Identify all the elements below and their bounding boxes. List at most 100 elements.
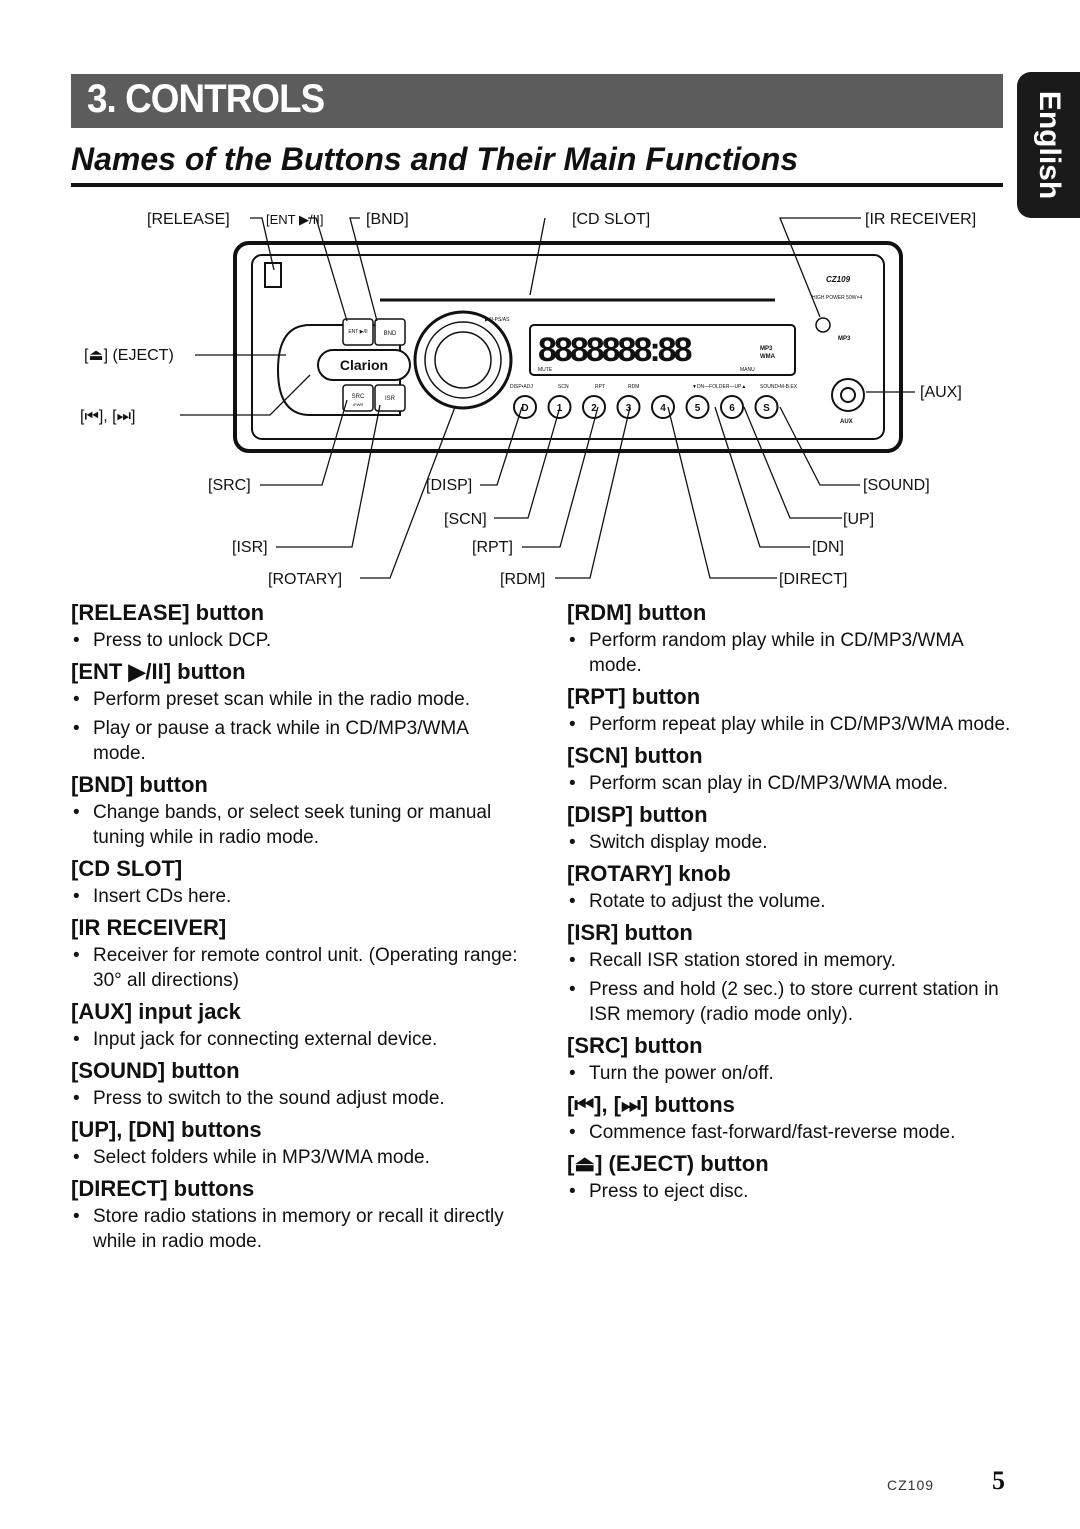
right-column: [RDM] buttonPerform random play while in… (567, 600, 1017, 1210)
control-description-list: Press to switch to the sound adjust mode… (71, 1086, 521, 1111)
unit-mp3: MP3 (760, 346, 773, 352)
preset-key (513, 395, 537, 419)
callout-up: [UP] (843, 511, 874, 528)
callout-rpt: [RPT] (472, 539, 513, 556)
footer-model: CZ109 (887, 1477, 935, 1493)
control-section: [⏏] (EJECT) buttonPress to eject disc. (567, 1151, 1017, 1204)
unit-model: CZ109 (826, 275, 851, 284)
control-section: [UP], [DN] buttonsSelect folders while i… (71, 1117, 521, 1170)
control-description-list: Perform preset scan while in the radio m… (71, 687, 521, 766)
control-description-list: Perform repeat play while in CD/MP3/WMA … (567, 712, 1017, 737)
preset-key-label: 3 (626, 403, 632, 414)
unit-btn-bnd-label: BND (384, 331, 397, 337)
control-description-list: Input jack for connecting external devic… (71, 1027, 521, 1052)
unit-btn-isr (374, 384, 406, 412)
control-description-item: Perform repeat play while in CD/MP3/WMA … (567, 712, 1017, 737)
callout-ent: [ENT ▶/II] (266, 212, 323, 227)
unit-btn-src-label: SRC (352, 394, 365, 400)
preset-key (754, 395, 779, 419)
callout-release: [RELEASE] (147, 211, 230, 228)
control-description-item: Press to unlock DCP. (71, 628, 521, 653)
control-description-item: Recall ISR station stored in memory. (567, 948, 1017, 973)
control-description-list: Insert CDs here. (71, 884, 521, 909)
control-section: [SCN] buttonPerform scan play in CD/MP3/… (567, 743, 1017, 796)
control-description-list: Perform scan play in CD/MP3/WMA mode. (567, 771, 1017, 796)
callout-dn: [DN] (812, 539, 844, 556)
control-heading: [⏏] (EJECT) button (567, 1151, 769, 1176)
control-description-item: Select folders while in MP3/WMA mode. (71, 1145, 521, 1170)
callout-leaders (180, 217, 915, 579)
callout-rotary: [ROTARY] (268, 571, 342, 588)
ir-receiver-window (815, 317, 831, 333)
control-heading: [BND] button (71, 772, 208, 797)
control-heading: [CD SLOT] (71, 856, 183, 881)
unit-manu: MANU (740, 367, 755, 373)
unit-sound: SOUND•M-B.EX (760, 384, 798, 390)
page-number: 5 (992, 1466, 1005, 1495)
unit-mp3-wma-badge: MP3 (838, 336, 851, 342)
unit-power: HIGH POWER 50W×4 (812, 295, 862, 301)
control-description-list: Select folders while in MP3/WMA mode. (71, 1145, 521, 1170)
control-description-item: Perform preset scan while in the radio m… (71, 687, 521, 712)
preset-key-label: 2 (591, 403, 597, 414)
unit-scn: SCN (558, 384, 569, 390)
page-subtitle: Names of the Buttons and Their Main Func… (71, 141, 799, 177)
control-section: [⏮], [⏭] buttonsCommence fast-forward/fa… (567, 1092, 1017, 1145)
control-heading: [RPT] button (567, 684, 701, 709)
control-section: [CD SLOT] Insert CDs here. (71, 856, 521, 909)
control-description-item: Commence fast-forward/fast-reverse mode. (567, 1120, 1017, 1145)
control-description-item: Press and hold (2 sec.) to store current… (567, 977, 1017, 1027)
control-description-item: Press to eject disc. (567, 1179, 1017, 1204)
head-unit-diagram: ENT ▶/II BND SRC •PWR ISR Clarion ▶/II-P… (80, 211, 976, 588)
control-description-item: Store radio stations in memory or recall… (71, 1204, 521, 1254)
unit-brand-plate (317, 349, 411, 381)
control-heading: [DISP] button (567, 802, 708, 827)
control-section: [RPT] buttonPerform repeat play while in… (567, 684, 1017, 737)
unit-rdm: RDM (628, 384, 639, 390)
control-description-item: Rotate to adjust the volume. (567, 889, 1017, 914)
control-section: [ISR] buttonRecall ISR station stored in… (567, 920, 1017, 1027)
unit-btn-bnd (374, 318, 406, 346)
aux-jack-inner (840, 387, 856, 403)
control-heading: [RELEASE] button (71, 600, 265, 625)
preset-key (685, 395, 710, 419)
preset-key (616, 395, 641, 419)
unit-btn-ent-label: ENT ▶/II (348, 329, 367, 335)
language-tab: English (1017, 72, 1080, 218)
control-description-item: Insert CDs here. (71, 884, 521, 909)
control-description-list: Turn the power on/off. (567, 1061, 1017, 1086)
unit-btn-src (342, 384, 374, 412)
unit-btn-pwr-label: •PWR (353, 402, 364, 407)
control-heading: [DIRECT] buttons (71, 1176, 255, 1201)
unit-wma: WMA (760, 354, 776, 360)
unit-folder: ▼DN—FOLDER—UP▲ (692, 384, 746, 390)
control-heading: [⏮], [⏭] buttons (567, 1092, 735, 1117)
callout-skip: [⏮], [⏭] (80, 408, 135, 425)
control-section: [AUX] input jackInput jack for connectin… (71, 999, 521, 1052)
callout-sound: [SOUND] (863, 477, 930, 494)
control-heading: [UP], [DN] buttons (71, 1117, 262, 1142)
callout-bnd: [BND] (366, 211, 409, 228)
preset-key (720, 395, 744, 419)
callout-scn: [SCN] (444, 511, 487, 528)
control-heading: [IR RECEIVER] (71, 915, 227, 940)
control-description-list: Receiver for remote control unit. (Opera… (71, 943, 521, 993)
unit-aux: AUX (840, 419, 853, 425)
control-description-list: Store radio stations in memory or recall… (71, 1204, 521, 1254)
unit-display (529, 324, 796, 376)
callout-direct: [DIRECT] (779, 571, 847, 588)
control-heading: [SCN] button (567, 743, 703, 768)
control-description-list: Recall ISR station stored in memory. Pres… (567, 948, 1017, 1027)
control-section: [IR RECEIVER] Receiver for remote control… (71, 915, 521, 993)
control-description-item: Input jack for connecting external devic… (71, 1027, 521, 1052)
callout-aux: [AUX] (920, 384, 962, 401)
callout-ir-receiver: [IR RECEIVER] (865, 211, 976, 228)
control-section: [DIRECT] buttonsStore radio stations in … (71, 1176, 521, 1254)
control-description-list: Change bands, or select seek tuning or m… (71, 800, 521, 850)
preset-key-label: D (521, 403, 528, 414)
unit-ps-as: ▶/II-PS/AS (485, 317, 510, 323)
control-section: [RDM] buttonPerform random play while in… (567, 600, 1017, 678)
control-section: [BND] buttonChange bands, or select seek… (71, 772, 521, 850)
unit-disp-adj: DISP•ADJ (510, 384, 533, 390)
